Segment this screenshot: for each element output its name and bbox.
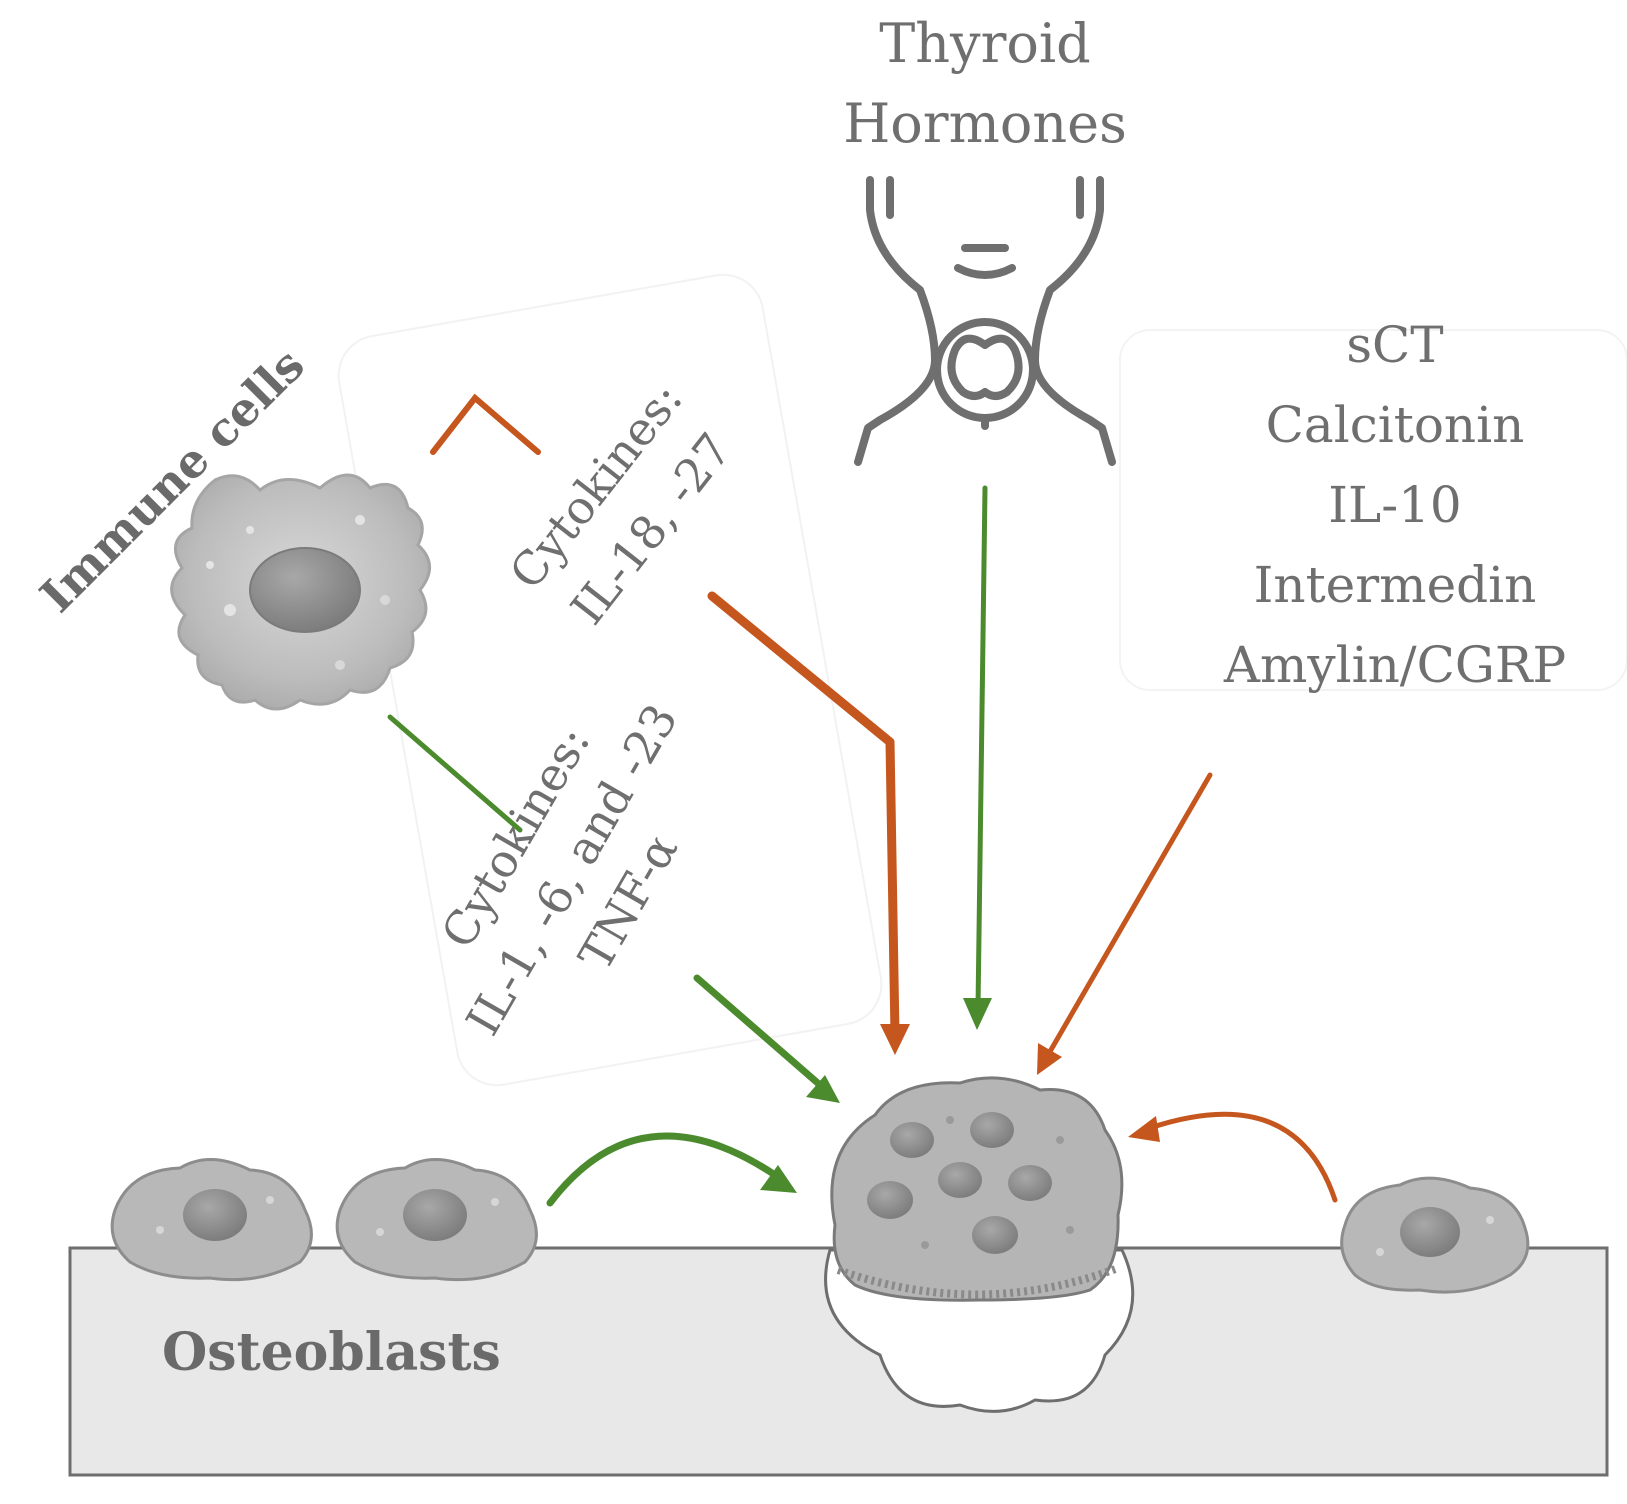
cytokine-panel bbox=[337, 273, 883, 1087]
osteoblast-icon bbox=[335, 1158, 538, 1282]
thyroid-label-line1: Thyroid bbox=[879, 12, 1090, 75]
svg-text:Intermedin: Intermedin bbox=[1254, 556, 1537, 614]
osteoclast-icon bbox=[824, 1076, 1135, 1413]
right-factors-panel bbox=[1119, 329, 1627, 691]
osteoblast-icon bbox=[1340, 1176, 1530, 1294]
inhibit-bracket bbox=[430, 393, 541, 455]
svg-text:Amylin/CGRP: Amylin/CGRP bbox=[1223, 636, 1566, 694]
neck-thyroid-icon bbox=[854, 176, 1116, 466]
thyroid-label-line2: Hormones bbox=[843, 92, 1127, 155]
immune-stimulate-line bbox=[387, 714, 523, 833]
right-factors-inhibit-arrow bbox=[1037, 772, 1213, 1075]
osteoblasts-label: Osteoblasts bbox=[162, 1322, 501, 1383]
svg-text:sCT: sCT bbox=[1346, 316, 1443, 374]
right-factors-list: sCT Calcitonin IL-10 Intermedin Amylin/C… bbox=[1223, 316, 1566, 694]
cytokine-inhibit-arrow bbox=[707, 591, 910, 1055]
immune-cell-icon bbox=[170, 473, 431, 711]
osteoblast-stimulate-arrow bbox=[546, 1132, 797, 1207]
thyroid-stimulate-arrow bbox=[963, 485, 992, 1030]
osteoblast-icon bbox=[110, 1158, 313, 1282]
svg-text:Calcitonin: Calcitonin bbox=[1266, 396, 1525, 454]
cytokine-stimulate-arrow bbox=[693, 974, 840, 1103]
osteoblast-inhibit-arrow bbox=[1128, 1111, 1338, 1203]
svg-text:IL-10: IL-10 bbox=[1328, 476, 1461, 534]
